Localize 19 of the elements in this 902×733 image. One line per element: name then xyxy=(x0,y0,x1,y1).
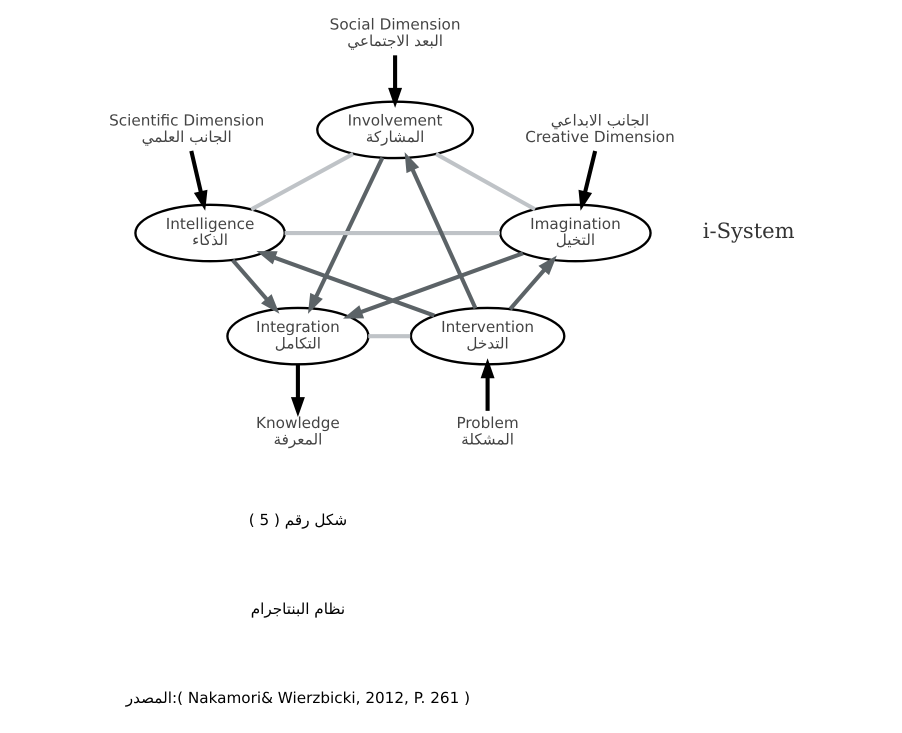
connector xyxy=(284,230,500,236)
arrow xyxy=(578,150,598,211)
label: المصدر:( Nakamori& Wierzbicki, 2012, P. 261 ) xyxy=(126,689,470,708)
arrow xyxy=(404,152,478,310)
arrow xyxy=(388,55,402,108)
label: i-System xyxy=(702,218,795,244)
arrow xyxy=(508,255,557,310)
label: نظام البنتاجرام xyxy=(250,600,346,618)
arrow xyxy=(189,150,208,211)
connector xyxy=(435,152,536,212)
arrow xyxy=(480,358,495,411)
arrow xyxy=(342,251,524,319)
arrow xyxy=(308,156,384,314)
label: شكل رقم ( 5 ) xyxy=(248,511,348,530)
connector xyxy=(250,152,354,212)
arrow xyxy=(256,251,435,318)
arrow xyxy=(290,364,305,418)
arrow xyxy=(231,258,280,314)
connector xyxy=(368,334,410,338)
